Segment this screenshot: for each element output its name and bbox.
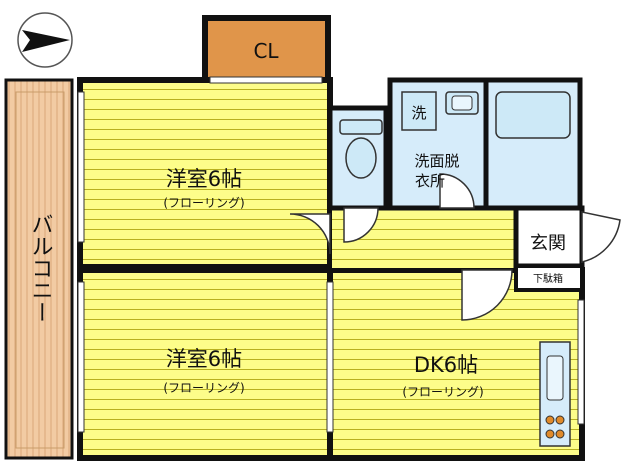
room-top-name: 洋室6帖 [166, 167, 242, 191]
shoe-box-label: 下駄箱 [533, 272, 563, 285]
washroom-label-1: 洗面脱 [414, 152, 459, 170]
door-toilet [343, 207, 379, 243]
door-entrance [581, 211, 621, 263]
kitchen-counter [539, 341, 571, 447]
washer-label: 洗 [411, 104, 426, 122]
balcony [4, 78, 74, 460]
dk-floor: (フローリング) [402, 385, 483, 399]
door-dk [461, 269, 513, 321]
window-dk-right [577, 299, 585, 425]
window-balcony-bottom [77, 281, 85, 433]
room-bottom-name: 洋室6帖 [166, 347, 242, 371]
door-top-room [289, 213, 331, 255]
north-arrow-icon [17, 12, 73, 68]
entrance-label: 玄関 [530, 233, 566, 254]
window-balcony-top [77, 91, 85, 243]
stove-burner-icon [545, 415, 565, 439]
toilet-icon [339, 119, 383, 179]
balcony-label: バルコニー [28, 213, 53, 323]
entrance [513, 205, 585, 292]
door-washroom [439, 173, 475, 209]
closet-label: CL [253, 39, 279, 63]
washer-icon [401, 91, 437, 131]
dk-name: DK6帖 [414, 353, 478, 377]
partition-sliding-door [326, 281, 334, 433]
sink-icon [445, 91, 479, 115]
window-closet [209, 76, 323, 84]
washroom-label-2: 衣所 [415, 172, 445, 190]
room-top-floor: (フローリング) [163, 196, 244, 210]
bathtub-icon [495, 91, 571, 139]
room-bottom-floor: (フローリング) [163, 381, 244, 395]
